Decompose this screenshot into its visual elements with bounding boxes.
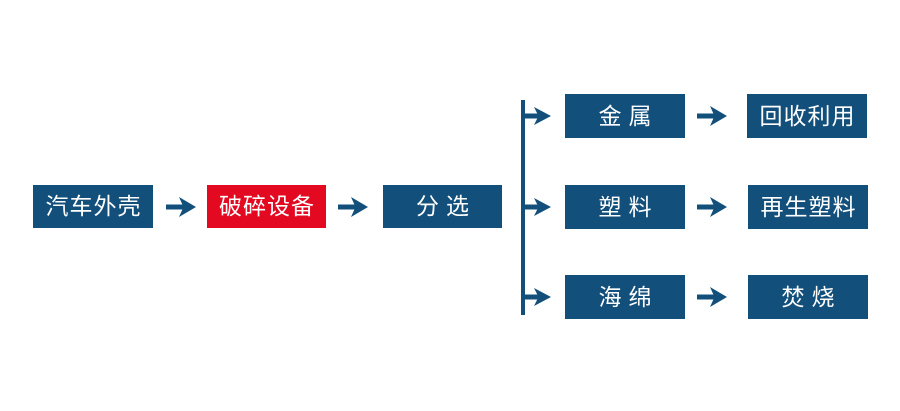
node-incineration: 焚烧 [748, 275, 868, 319]
arrow-right-icon [697, 286, 727, 308]
node-recycling: 回收利用 [747, 94, 867, 138]
arrow-right-icon [523, 105, 551, 127]
arrow-right-icon [697, 105, 727, 127]
arrow-right-icon [697, 196, 727, 218]
arrow-right-icon [523, 286, 551, 308]
node-metal: 金属 [565, 94, 685, 138]
node-sorting: 分选 [383, 185, 502, 228]
node-sponge: 海绵 [565, 275, 685, 319]
node-car-shell: 汽车外壳 [33, 185, 153, 228]
arrow-right-icon [338, 196, 368, 218]
arrow-right-icon [523, 196, 551, 218]
node-recycled-plastic: 再生塑料 [748, 185, 868, 229]
node-crushing-equipment: 破碎设备 [207, 185, 326, 228]
node-plastic: 塑料 [565, 185, 685, 229]
arrow-right-icon [166, 196, 196, 218]
